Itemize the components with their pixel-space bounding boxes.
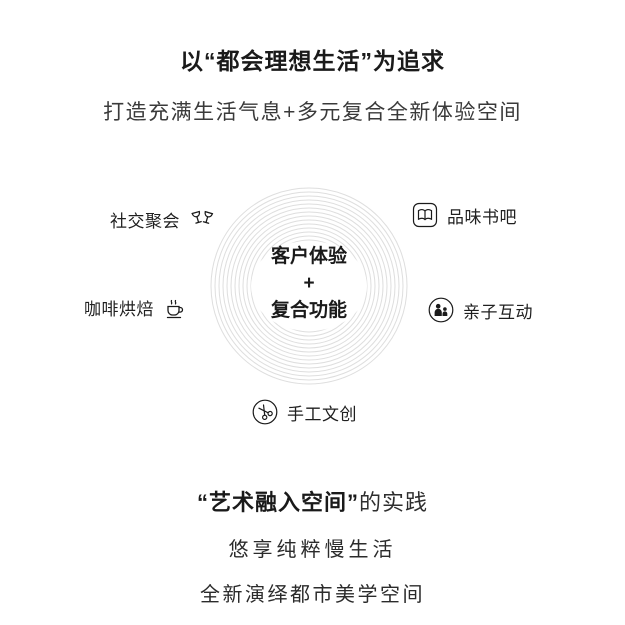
page-title: 以“都会理想生活”为追求: [180, 48, 445, 74]
page-subtitle: 打造充满生活气息+多元复合全新体验空间: [103, 101, 522, 124]
concentric-rings-graphic: [210, 187, 408, 385]
footer-statement-1-rest: 的实践: [359, 490, 429, 515]
center-line1: 客户体验: [270, 246, 347, 267]
feature-label: 品味书吧: [447, 207, 517, 227]
feature-label: 咖啡烘焙: [84, 300, 154, 319]
diagram-center-label: 客户体验 + 复合功能: [249, 243, 369, 324]
coffee-cup-icon: [163, 296, 187, 320]
feature-book-bar: 品味书吧: [412, 202, 517, 228]
parent-child-icon: [428, 297, 454, 323]
center-plus: +: [303, 273, 315, 294]
feature-social-gathering: 社交聚会: [110, 207, 215, 232]
feature-label: 社交聚会: [110, 212, 180, 231]
wine-glasses-icon: [189, 208, 215, 232]
footer-statement-2: 悠享纯粹慢生活: [228, 539, 397, 561]
open-book-icon: [412, 202, 438, 228]
feature-parent-child: 亲子互动: [428, 297, 533, 323]
feature-label: 亲子互动: [463, 302, 533, 322]
center-line2: 复合功能: [270, 300, 347, 321]
feature-label: 手工文创: [287, 404, 357, 424]
feature-handicraft: 手工文创: [252, 399, 357, 425]
footer-statement-3: 全新演绎都市美学空间: [200, 584, 425, 606]
feature-coffee-roasting: 咖啡烘焙: [84, 295, 187, 320]
footer-statement-1: “艺术融入空间”的实践: [0, 485, 625, 517]
scissors-icon: [252, 399, 278, 425]
footer-statement-1-quote: “艺术融入空间”: [196, 490, 359, 515]
